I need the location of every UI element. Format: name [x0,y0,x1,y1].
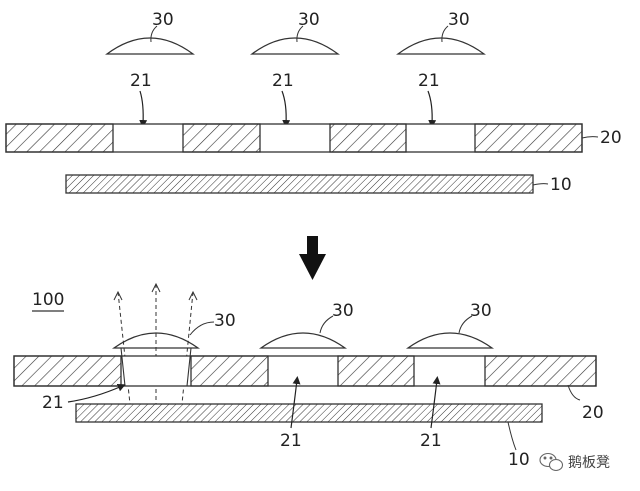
bottom-hole-arrow-2 [290,376,301,429]
top-hole-arrow-2 [281,90,291,128]
top-layer20-label: 20 [600,128,622,148]
bottom-lens-3 [405,332,495,349]
top-layer10-label: 10 [550,175,572,195]
bottom-lens-label-1: 30 [214,311,236,331]
bottom-hole-label-1: 21 [42,393,64,413]
top-hole-label-3: 21 [418,71,440,91]
watermark-text: 鹅板凳 [568,454,610,471]
top-lens-1 [105,37,195,55]
bottom-hole-arrow-3 [430,376,441,429]
top-hole-arrow-3 [427,90,437,128]
top-lens-label-2: 30 [298,10,320,30]
top-layer-20 [5,123,583,153]
assembly-label: 100 [32,290,64,310]
bottom-layer-10 [75,403,543,423]
top-lens-label-3: 30 [448,10,470,30]
bottom-hole-label-2: 21 [280,431,302,451]
bottom-layer20-label: 20 [582,403,604,423]
wechat-logo-icon [539,452,564,472]
bottom-lens-1 [111,332,201,349]
process-arrow-icon [299,236,326,280]
bottom-layer10-label: 10 [508,450,530,470]
top-hole-arrow-1 [139,90,148,128]
top-lens-label-1: 30 [152,10,174,30]
bottom-hole-label-3: 21 [420,431,442,451]
bottom-lens-2 [258,332,348,349]
bottom-layer-20 [13,355,597,387]
top-layer-10 [65,174,534,194]
bottom-lens-label-3: 30 [470,301,492,321]
top-hole-label-1: 21 [130,71,152,91]
bottom-lens-label-2: 30 [332,301,354,321]
top-hole-label-2: 21 [272,71,294,91]
watermark: 鹅板凳 [539,452,610,472]
bottom-hole-arrow-1 [67,383,126,403]
top-lens-3 [396,37,486,55]
top-lens-2 [250,37,340,55]
